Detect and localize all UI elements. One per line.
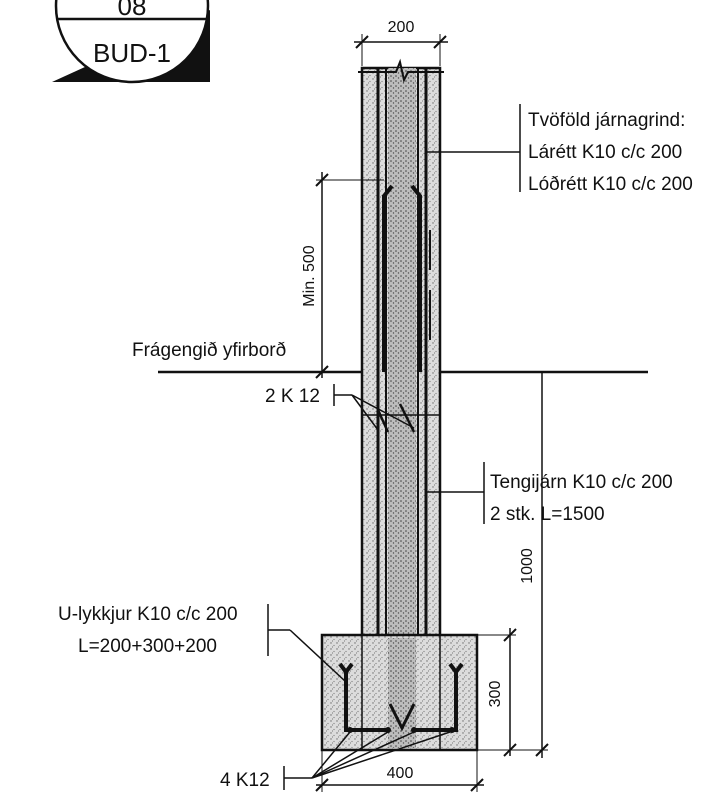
dim-footing-h-tick-top — [503, 628, 517, 642]
dim-footing-width: 400 — [315, 750, 484, 792]
note-u-loops: U-lykkjur K10 c/c 200 L=200+300+200 — [58, 604, 347, 683]
stamp-code: BUD-1 — [93, 38, 171, 68]
stamp-circle — [54, 0, 210, 84]
dim-wall-width-text: 200 — [388, 19, 415, 36]
note-bottom-bars: 4 K12 — [220, 731, 451, 791]
dim-wall-width-tick-right — [433, 35, 447, 49]
bottom-bar-4 — [449, 727, 455, 733]
note-bottom-bars-leader-4 — [311, 731, 451, 779]
note-bottom-bars-leader-3 — [311, 731, 415, 779]
dim-lap-tick-bottom — [315, 365, 329, 379]
u-loop-center — [388, 703, 416, 732]
lap-bar-right — [410, 184, 422, 372]
dim-lap-text: Min. 500 — [301, 245, 318, 306]
note-top-bars-leader-2 — [351, 394, 415, 429]
note-u-loops-line1: U-lykkjur K10 c/c 200 — [58, 604, 238, 625]
dim-footing-h-tick-bottom — [503, 743, 517, 757]
u-loop-left — [338, 662, 388, 732]
bottom-bar-1 — [347, 727, 353, 733]
dim-embed-depth: 1000 — [478, 372, 549, 758]
note-dowels-line1: Tengijárn K10 c/c 200 — [490, 472, 673, 493]
note-reinf-horizontal: Lárétt K10 c/c 200 — [528, 142, 682, 163]
note-bottom-bars-leader-2 — [311, 731, 389, 779]
note-top-bars: 2 K 12 — [265, 384, 415, 431]
dowel-bend-left — [376, 372, 390, 433]
bottom-bar-2 — [385, 727, 391, 733]
note-top-bars-leader-1 — [351, 394, 379, 431]
note-u-loops-line2: L=200+300+200 — [78, 636, 217, 657]
bottom-bar-3 — [411, 727, 417, 733]
lap-bar-left — [382, 184, 394, 372]
dim-embed-tick-bottom — [535, 743, 549, 757]
note-reinf-vertical: Lóðrétt K10 c/c 200 — [528, 174, 693, 195]
finished-surface: Frágengið yfirborð — [132, 340, 648, 374]
note-dowels: Tengijárn K10 c/c 200 2 stk. L=1500 — [426, 462, 673, 525]
wall-break-line — [358, 58, 444, 83]
dim-embed-text: 1000 — [519, 548, 536, 584]
dim-footing-w-text: 400 — [387, 765, 414, 782]
dim-footing-w-tick-right — [470, 778, 484, 792]
dim-footing-w-tick-left — [315, 778, 329, 792]
note-dowels-line2: 2 stk. L=1500 — [490, 504, 605, 525]
dim-wall-width: 200 — [354, 19, 448, 66]
dim-lap-length: Min. 500 — [301, 172, 384, 379]
wall-section — [358, 58, 444, 640]
u-loop-right — [414, 662, 464, 732]
note-reinf-title: Tvöföld járnagrind: — [528, 110, 685, 131]
note-bottom-bars-text: 4 K12 — [220, 770, 270, 791]
finished-surface-label: Frágengið yfirborð — [132, 340, 286, 361]
detail-stamp: 08 BUD-1 — [52, 0, 210, 84]
dim-lap-tick-top — [315, 173, 329, 187]
dim-wall-width-tick-left — [355, 35, 369, 49]
footing — [320, 633, 479, 752]
note-reinforcement-grid: Tvöföld járnagrind: Lárétt K10 c/c 200 L… — [426, 104, 693, 195]
dim-footing-height: 300 — [478, 628, 517, 757]
note-bottom-bars-leader-1 — [311, 731, 351, 779]
wall-reinforcement — [376, 68, 431, 740]
wall-core — [388, 68, 416, 638]
note-u-loops-leader — [289, 629, 347, 683]
stamp-number: 08 — [118, 0, 147, 21]
note-top-bars-text: 2 K 12 — [265, 386, 320, 407]
dim-footing-h-text: 300 — [487, 681, 504, 708]
